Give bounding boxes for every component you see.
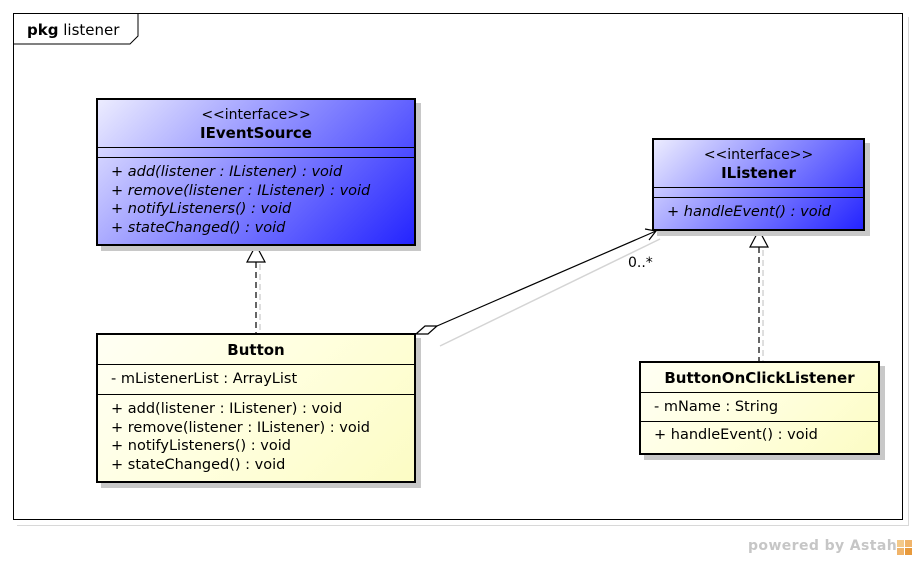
class-header: <<interface>> IListener	[654, 140, 863, 188]
realization-arrowhead-ieventsource	[246, 243, 266, 263]
realization-arrowhead-ilistener	[749, 228, 769, 248]
operation-item: + handleEvent() : void	[667, 204, 831, 220]
aggregation-diamond	[414, 325, 439, 335]
operations-section: + handleEvent() : void	[654, 198, 863, 222]
class-name: IListener	[721, 164, 796, 182]
class-ieventsource[interactable]: <<interface>> IEventSource + add(listene…	[96, 98, 416, 246]
class-name: ButtonOnClickListener	[664, 369, 855, 387]
attributes-section: - mName : String	[641, 393, 878, 422]
package-name: listener	[63, 21, 120, 39]
operation-item: + handleEvent() : void	[654, 427, 818, 443]
class-buttononclicklistener[interactable]: ButtonOnClickListener - mName : String +…	[639, 361, 880, 455]
operation-item: + add(listener : IListener) : void	[111, 164, 343, 180]
aggregation-open-arrowhead	[644, 228, 658, 241]
aggregation-line	[436, 230, 657, 327]
stereotype-label: <<interface>>	[703, 147, 814, 163]
class-button[interactable]: Button - mListenerList : ArrayList + add…	[96, 333, 416, 483]
package-frame-shadow	[17, 17, 909, 526]
operation-item: + remove(listener : IListener) : void	[111, 419, 370, 436]
class-header: Button	[98, 335, 414, 365]
class-ilistener[interactable]: <<interface>> IListener + handleEvent() …	[652, 138, 865, 231]
operations-section: + add(listener : IListener) : void + rem…	[98, 158, 414, 237]
package-tab	[13, 13, 139, 45]
class-header: <<interface>> IEventSource	[98, 100, 414, 148]
attribute-item: - mName : String	[654, 399, 779, 415]
astah-logo-icon	[897, 540, 912, 555]
package-frame	[13, 13, 903, 520]
stereotype-label: <<interface>>	[201, 107, 311, 123]
attributes-section	[98, 148, 414, 158]
package-keyword: pkg	[27, 21, 59, 39]
operation-item: + notifyListeners() : void	[111, 438, 291, 454]
operations-section: + handleEvent() : void	[641, 422, 878, 445]
class-header: ButtonOnClickListener	[641, 363, 878, 393]
operation-item: + stateChanged() : void	[111, 456, 286, 473]
operation-item: + notifyListeners() : void	[111, 201, 292, 217]
operation-item: + stateChanged() : void	[111, 219, 286, 236]
aggregation-multiplicity: 0..*	[628, 255, 653, 271]
class-name: IEventSource	[200, 124, 312, 142]
attribute-item: - mListenerList : ArrayList	[111, 371, 298, 387]
package-label: pkg listener	[27, 21, 119, 39]
class-name: Button	[227, 341, 285, 359]
attributes-section: - mListenerList : ArrayList	[98, 365, 414, 395]
operation-item: + remove(listener : IListener) : void	[111, 182, 371, 199]
astah-watermark: powered by Astah	[748, 538, 898, 554]
operation-item: + add(listener : IListener) : void	[111, 401, 343, 417]
operations-section: + add(listener : IListener) : void + rem…	[98, 395, 414, 474]
attributes-section	[654, 188, 863, 198]
